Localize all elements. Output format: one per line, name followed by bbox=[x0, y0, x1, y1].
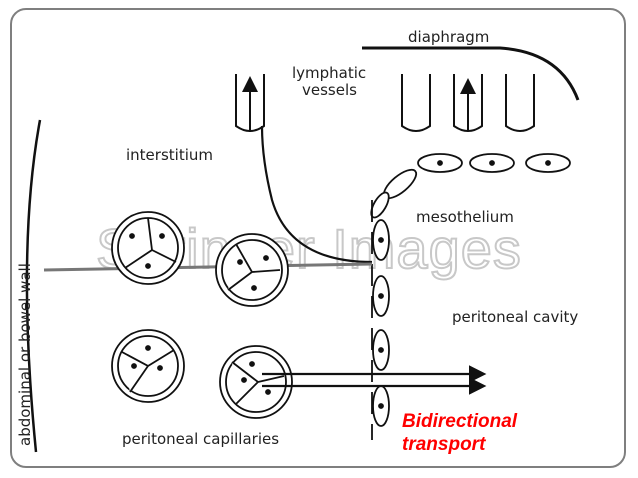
abdominal-wall-label: abdominal or bowel wall bbox=[16, 263, 34, 446]
lymphatic-label-2: vessels bbox=[302, 81, 357, 99]
abdominal-wall-line bbox=[25, 119, 42, 453]
interstitium-label: interstitium bbox=[126, 146, 213, 164]
lymphatic-label-1: lymphatic bbox=[292, 64, 366, 82]
absorption-curve bbox=[260, 125, 373, 264]
lymphatic-vessels bbox=[401, 74, 535, 132]
bidirectional-transport-caption: Bidirectional transport bbox=[402, 410, 517, 456]
capillary-top-left bbox=[111, 211, 185, 285]
caption-line-2: transport bbox=[402, 434, 486, 455]
diaphragm-label: diaphragm bbox=[408, 28, 489, 46]
wall-connector bbox=[43, 262, 373, 272]
capillary-bottom-right bbox=[219, 345, 293, 419]
mesothelium-label: mesothelium bbox=[416, 208, 514, 226]
diaphragm-mesothelium bbox=[370, 153, 571, 219]
peritoneal-mesothelium bbox=[371, 200, 390, 440]
peritoneal-cavity-label: peritoneal cavity bbox=[452, 308, 578, 326]
diaphragm-curve bbox=[362, 46, 580, 101]
peritoneal-capillaries-label: peritoneal capillaries bbox=[122, 430, 279, 448]
capillary-top-right bbox=[215, 233, 289, 307]
caption-line-1: Bidirectional bbox=[402, 411, 518, 432]
capillary-bottom-left bbox=[111, 329, 185, 403]
